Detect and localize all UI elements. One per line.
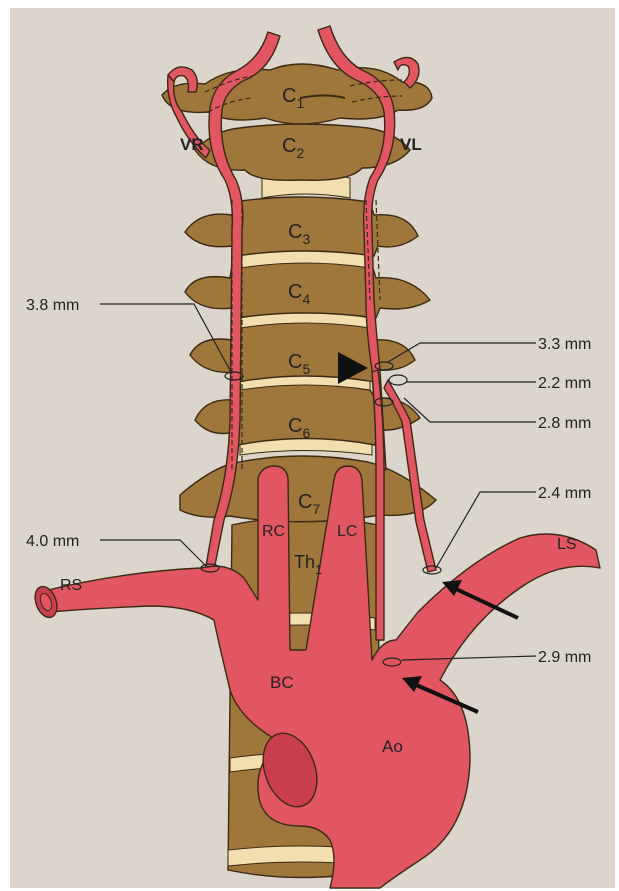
label-ls: LS (557, 536, 577, 553)
label-ao: Ao (382, 737, 403, 756)
measurement-label: 2.8 mm (538, 415, 591, 432)
measurement-label: 2.2 mm (538, 375, 591, 392)
label-vl: VL (400, 135, 422, 154)
measurement-label: 2.9 mm (538, 649, 591, 666)
label-vr: VR (180, 135, 204, 154)
label-lc: LC (337, 523, 357, 540)
label-rs: RS (60, 577, 82, 594)
measurement-label: 3.3 mm (538, 336, 591, 353)
label-bc: BC (270, 673, 294, 692)
measurement-label: 2.4 mm (538, 485, 591, 502)
measurement-label: 3.8 mm (26, 297, 79, 314)
label-rc: RC (262, 523, 285, 540)
measurement-label: 4.0 mm (26, 533, 79, 550)
